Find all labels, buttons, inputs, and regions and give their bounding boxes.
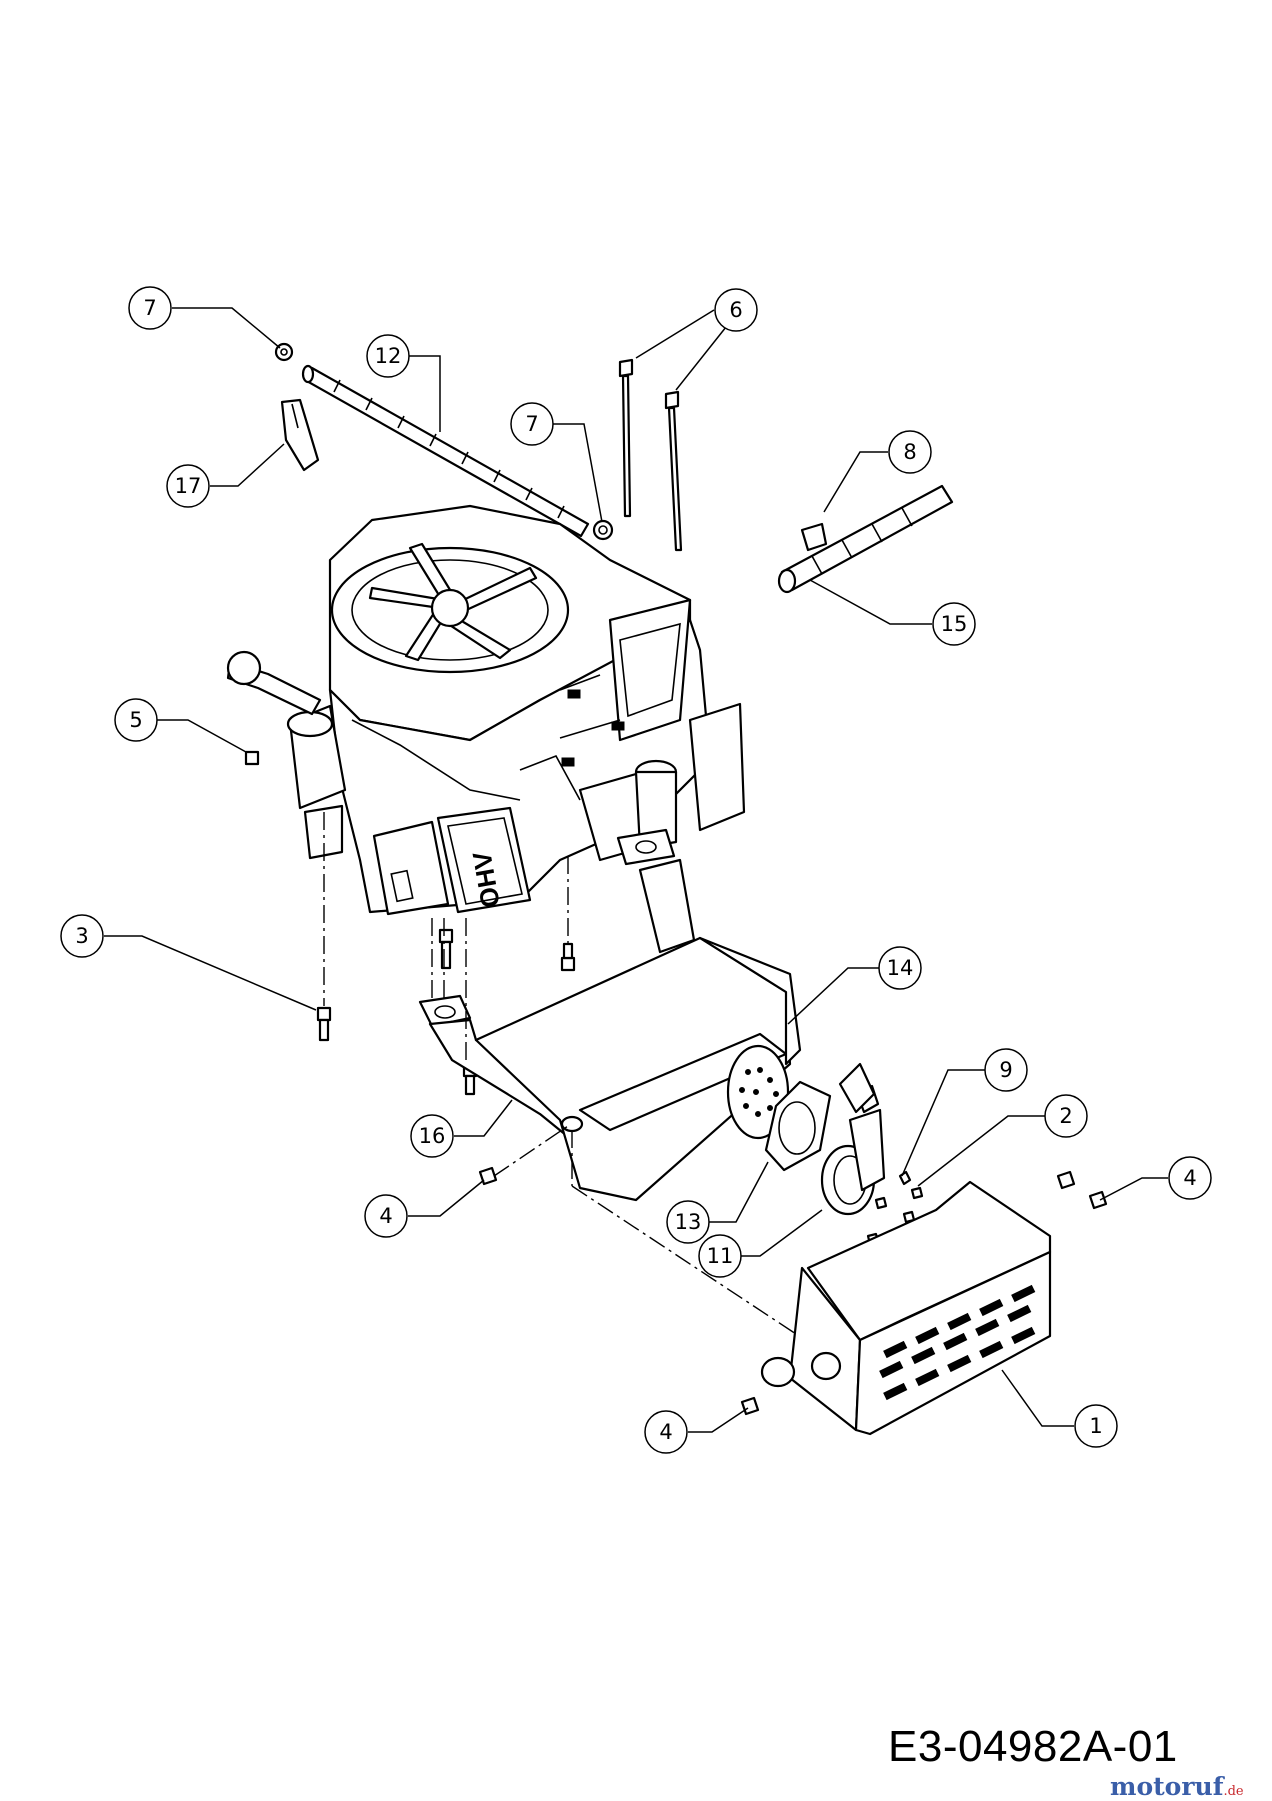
hose-clamp-8 <box>800 522 828 552</box>
callout-label: 15 <box>941 612 968 636</box>
leader-lines <box>104 307 1168 1433</box>
callout-4: 4 <box>364 1194 408 1238</box>
callout-label: 17 <box>175 474 202 498</box>
callout-3: 3 <box>60 914 104 958</box>
callout-15: 15 <box>932 602 976 646</box>
muffler-guard-part <box>760 1180 1052 1436</box>
callout-16: 16 <box>410 1114 454 1158</box>
callout-8: 8 <box>888 430 932 474</box>
callout-6: 6 <box>714 288 758 332</box>
watermark-name: motoruf <box>1110 1772 1224 1801</box>
callout-7: 7 <box>128 286 172 330</box>
callout-2: 2 <box>1044 1094 1088 1138</box>
callout-label: 5 <box>129 708 142 732</box>
callout-label: 6 <box>729 298 742 322</box>
callout-label: 11 <box>707 1244 734 1268</box>
callout-label: 7 <box>143 296 156 320</box>
cable-tie-part <box>618 358 683 552</box>
callout-label: 14 <box>887 956 914 980</box>
callout-label: 16 <box>419 1124 446 1148</box>
bracket-part <box>838 1062 876 1114</box>
callout-12: 12 <box>366 334 410 378</box>
watermark-tld: .de <box>1223 1784 1244 1799</box>
callout-label: 12 <box>375 344 402 368</box>
callout-9: 9 <box>984 1048 1028 1092</box>
callout-label: 1 <box>1089 1414 1102 1438</box>
hose-part <box>777 484 954 594</box>
callout-4: 4 <box>644 1410 688 1454</box>
callout-label: 4 <box>1183 1166 1196 1190</box>
callout-5: 5 <box>114 698 158 742</box>
clip-part <box>280 398 320 472</box>
engine-part: OHV <box>226 504 746 916</box>
callout-1: 1 <box>1074 1404 1118 1448</box>
callout-17: 17 <box>166 464 210 508</box>
callout-11: 11 <box>698 1234 742 1278</box>
callout-14: 14 <box>878 946 922 990</box>
muffler-part <box>474 936 802 1202</box>
callout-7: 7 <box>510 402 554 446</box>
gasket-part <box>764 1080 832 1172</box>
callout-label: 3 <box>75 924 88 948</box>
drawing-number: E3-04982A-01 <box>888 1722 1178 1771</box>
watermark-logo: motoruf.de <box>1110 1772 1244 1801</box>
callout-4: 4 <box>1168 1156 1212 1200</box>
assembly-lines <box>323 812 797 1335</box>
callout-label: 7 <box>525 412 538 436</box>
callout-13: 13 <box>666 1200 710 1244</box>
spark-arrestor-part <box>820 1084 886 1216</box>
callout-label: 4 <box>379 1204 392 1228</box>
callout-label: 4 <box>659 1420 672 1444</box>
callout-label: 8 <box>903 440 916 464</box>
callout-label: 2 <box>1059 1104 1072 1128</box>
fuel-line-part <box>301 364 590 538</box>
callout-label: 9 <box>999 1058 1012 1082</box>
callout-label: 13 <box>675 1210 702 1234</box>
